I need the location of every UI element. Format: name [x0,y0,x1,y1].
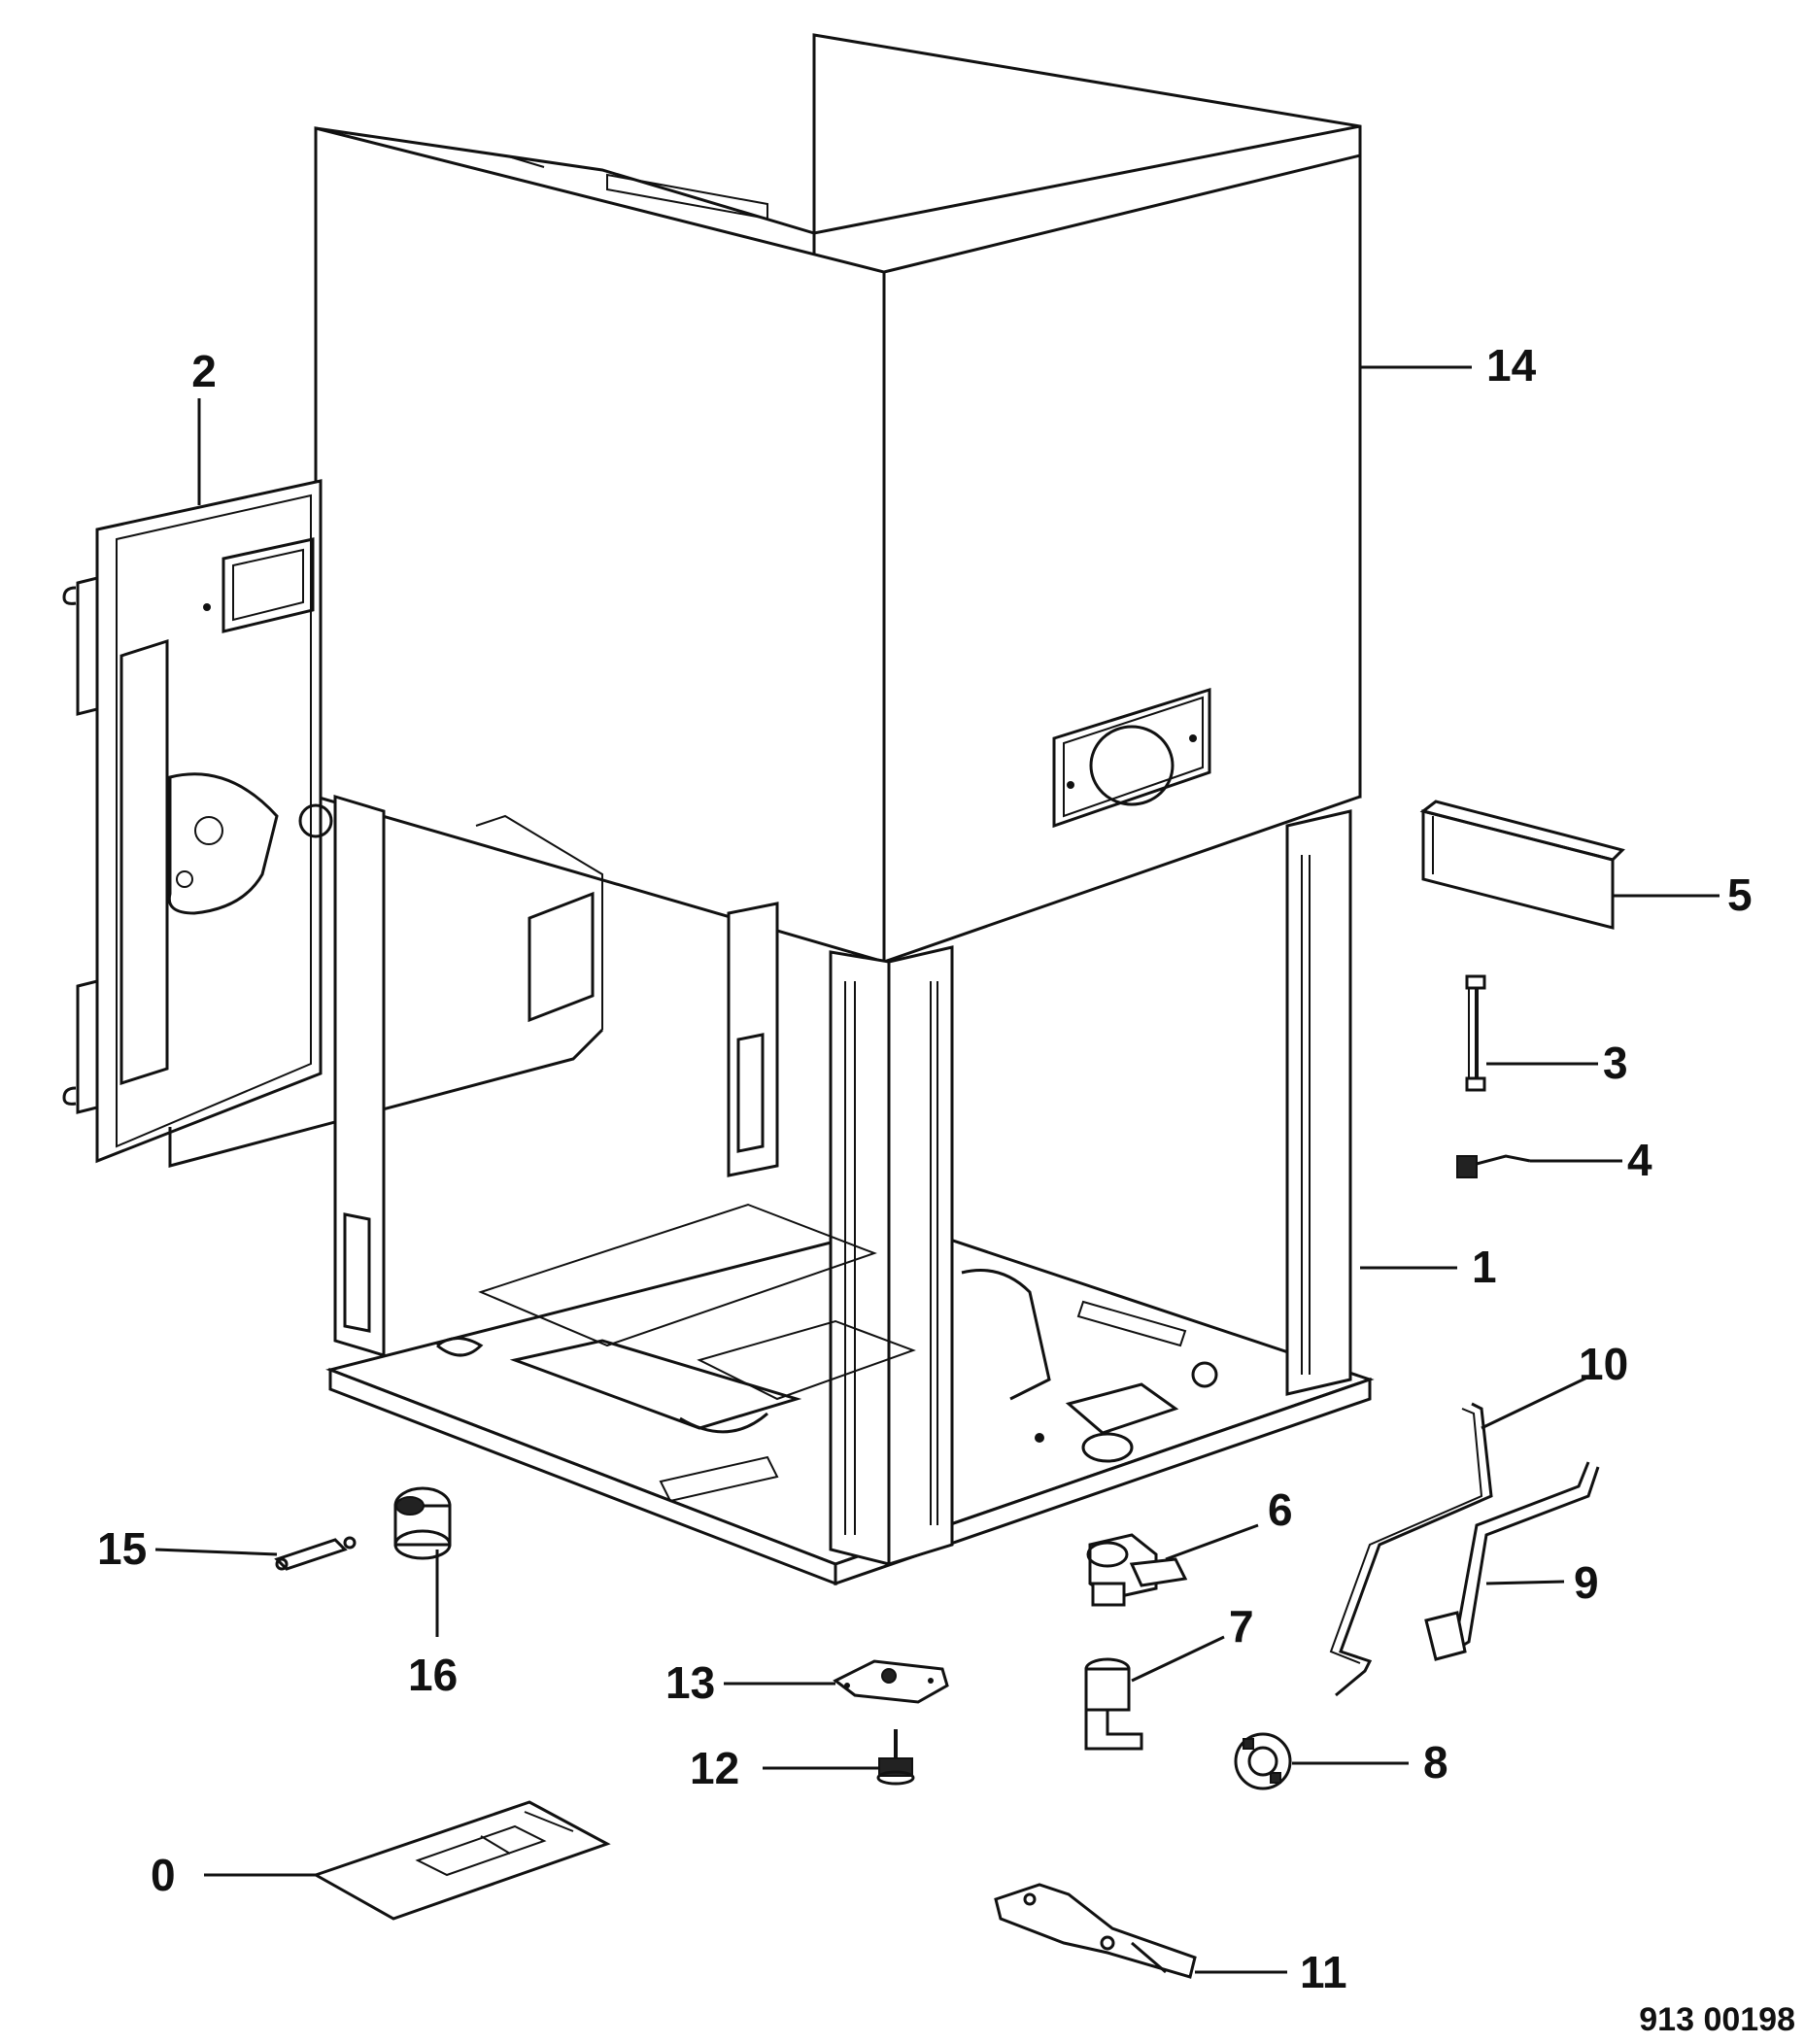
callout-3: 3 [1603,1038,1628,1088]
callout-0: 0 [151,1850,176,1900]
part-7-holder [1084,1657,1143,1751]
part-0-plate [312,1800,611,1921]
part-16-bushing [393,1486,452,1560]
part-8-knob [1234,1732,1292,1790]
cabinet-shell [314,33,1362,965]
side-panel [62,479,604,1168]
base-frame [325,794,1375,1586]
callout-10: 10 [1579,1339,1628,1389]
callout-9: 9 [1574,1557,1599,1608]
callout-8: 8 [1423,1737,1448,1788]
callout-6: 6 [1268,1484,1293,1535]
inlet-opening [1052,687,1211,829]
part-4-clip [1456,1154,1531,1178]
part-15-clip [274,1536,357,1571]
callout-1: 1 [1472,1242,1497,1292]
part-11-bracket [994,1883,1197,1979]
part-5-cover [1419,800,1625,930]
part-6-bracket [1086,1533,1188,1607]
leader-lines [154,365,1720,1974]
callout-11: 11 [1300,1947,1347,1997]
callout-16: 16 [408,1650,458,1700]
part-13-gasket [833,1659,949,1704]
part-9-lever [1424,1461,1600,1661]
callout-labels: 2 14 5 3 4 1 10 9 6 7 8 13 12 15 16 0 11 [97,340,1753,1997]
callout-14: 14 [1486,340,1537,391]
callout-13: 13 [665,1657,715,1708]
callout-4: 4 [1627,1135,1652,1185]
part-12-screw [876,1729,915,1786]
callout-12: 12 [690,1743,739,1793]
part-3-bolt [1465,974,1486,1092]
callout-2: 2 [191,346,217,396]
callout-15: 15 [97,1523,147,1574]
diagram-reference-code: 913 00198 [1639,2001,1795,2038]
part-10-rod [1329,1402,1493,1697]
callout-5: 5 [1727,869,1753,920]
callout-7: 7 [1229,1601,1254,1652]
